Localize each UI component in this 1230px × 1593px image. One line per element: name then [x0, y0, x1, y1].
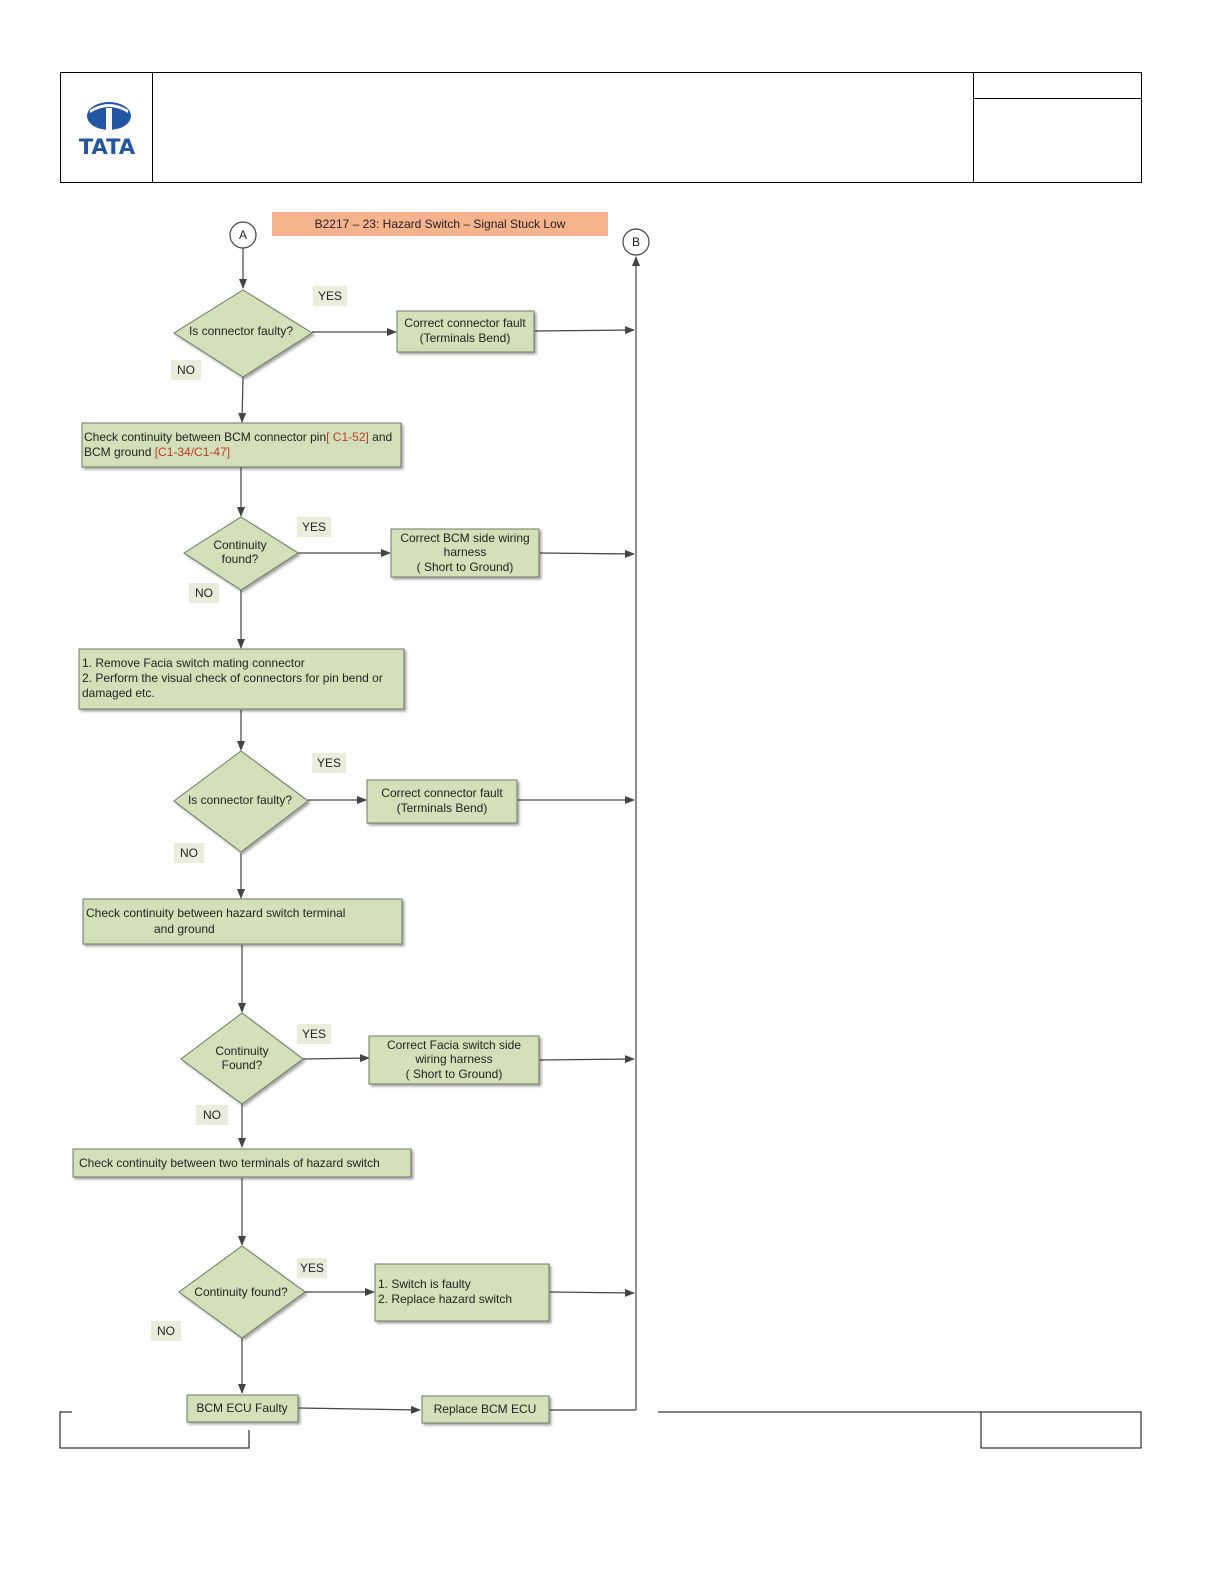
- arrow-d4-b4: [302, 1054, 370, 1063]
- process-box-1: [81, 422, 402, 468]
- label-yes-5-box: [297, 1258, 327, 1278]
- connector-b-label: B: [632, 235, 640, 249]
- header-title-cell: [153, 73, 974, 182]
- action-box-3-line2: (Terminals Bend): [397, 801, 488, 815]
- process-box-3-line2: and ground: [154, 922, 215, 936]
- decision-5-text: Continuity found?: [194, 1285, 288, 1299]
- decision-1-text: Is connector faulty?: [189, 324, 293, 338]
- logo-text: TATA: [78, 135, 136, 159]
- action-box-4: [368, 1035, 540, 1085]
- label-yes-2: YES: [302, 520, 326, 534]
- connector-a-label: A: [239, 228, 247, 242]
- arrow-b4-right: [539, 1055, 635, 1064]
- label-yes-3-box: [312, 753, 346, 773]
- decision-4: [180, 1012, 304, 1105]
- action-box-1: [396, 310, 535, 353]
- action-box-2-line3: ( Short to Ground): [417, 560, 514, 574]
- action-box-1-line1: Correct connector fault: [404, 316, 526, 330]
- label-no-5: NO: [157, 1324, 175, 1338]
- arrow-p5-b6: [298, 1405, 421, 1414]
- decision-2-line2: found?: [222, 552, 259, 566]
- action-box-2-line2: harness: [444, 545, 487, 559]
- action-box-4-line1: Correct Facia switch side: [387, 1038, 521, 1052]
- decision-2: [183, 516, 299, 591]
- process-box-1-ground: [C1-34/C1-47]: [155, 445, 230, 459]
- header-frame: TATA: [60, 72, 1142, 183]
- process-box-1-text3: BCM ground: [84, 445, 155, 459]
- label-yes-4-box: [297, 1024, 331, 1044]
- decision-5: [178, 1245, 306, 1339]
- decision-4-line2: Found?: [222, 1058, 263, 1072]
- process-box-4: [72, 1148, 412, 1178]
- label-no-3: NO: [180, 846, 198, 860]
- arrow-b2-right: [539, 549, 635, 558]
- action-box-3-line1: Correct connector fault: [381, 786, 503, 800]
- decision-1: [173, 289, 313, 378]
- arrow-b1-right: [534, 326, 635, 335]
- decision-4-line1: Continuity: [215, 1044, 268, 1058]
- action-box-5: [374, 1263, 550, 1322]
- action-box-6-text: Replace BCM ECU: [434, 1402, 537, 1416]
- action-box-2: [390, 528, 540, 578]
- label-no-4-box: [196, 1105, 228, 1125]
- process-box-4-line1: Check continuity between two terminals o…: [79, 1156, 380, 1170]
- footer-left-frame: [59, 1411, 250, 1449]
- decision-2-line1: Continuity: [213, 538, 266, 552]
- process-box-1-line2: BCM ground [C1-34/C1-47]: [84, 445, 230, 459]
- label-no-5-box: [151, 1321, 181, 1341]
- action-box-4-line2: wiring harness: [414, 1052, 492, 1066]
- action-box-5-line1: 1. Switch is faulty: [378, 1277, 471, 1291]
- process-box-2-line3: damaged etc.: [82, 686, 155, 700]
- label-yes-3: YES: [317, 756, 341, 770]
- process-box-3-line1: Check continuity between hazard switch t…: [86, 906, 345, 920]
- label-no-3-box: [174, 843, 204, 863]
- connector-b: [622, 228, 650, 256]
- action-box-3: [366, 779, 518, 824]
- process-box-2: [78, 648, 405, 710]
- process-box-2-line1: 1. Remove Facia switch mating connector: [82, 656, 305, 670]
- process-box-1-text1: Check continuity between BCM connector p…: [84, 430, 326, 444]
- label-yes-5: YES: [300, 1261, 324, 1275]
- action-box-5-line2: 2. Replace hazard switch: [378, 1292, 512, 1306]
- diagram-title: B2217 – 23: Hazard Switch – Signal Stuck…: [315, 217, 566, 231]
- action-box-4-line3: ( Short to Ground): [406, 1067, 503, 1081]
- label-no-1: NO: [177, 363, 195, 377]
- label-no-2: NO: [195, 586, 213, 600]
- tata-logo-icon: [87, 102, 131, 130]
- decision-3: [173, 750, 309, 853]
- process-box-1-line1: Check continuity between BCM connector p…: [84, 430, 392, 444]
- label-no-4: NO: [203, 1108, 221, 1122]
- action-box-2-line1: Correct BCM side wiring: [400, 531, 529, 545]
- process-box-2-line2: 2. Perform the visual check of connector…: [82, 671, 383, 685]
- process-box-3: [82, 898, 403, 945]
- action-box-1-line2: (Terminals Bend): [420, 331, 511, 345]
- label-yes-2-box: [297, 517, 331, 537]
- arrow-d1-p1: [238, 376, 247, 423]
- label-no-1-box: [171, 360, 201, 380]
- process-box-5: [186, 1394, 299, 1423]
- label-no-2-box: [189, 583, 219, 603]
- arrow-b5-right: [549, 1288, 635, 1297]
- logo-cell: TATA: [61, 73, 153, 182]
- label-yes-1-box: [313, 286, 347, 306]
- process-box-1-pin: [ C1-52]: [326, 430, 369, 444]
- diagram-title-box: [272, 212, 608, 236]
- footer-right-box: [980, 1411, 1142, 1449]
- decision-3-text: Is connector faulty?: [188, 793, 292, 807]
- process-box-1-text2: and: [369, 430, 392, 444]
- header-side-cell-top: [974, 73, 1141, 99]
- process-box-5-text: BCM ECU Faulty: [196, 1401, 287, 1415]
- label-yes-4: YES: [302, 1027, 326, 1041]
- action-box-6: [421, 1395, 550, 1424]
- label-yes-1: YES: [318, 289, 342, 303]
